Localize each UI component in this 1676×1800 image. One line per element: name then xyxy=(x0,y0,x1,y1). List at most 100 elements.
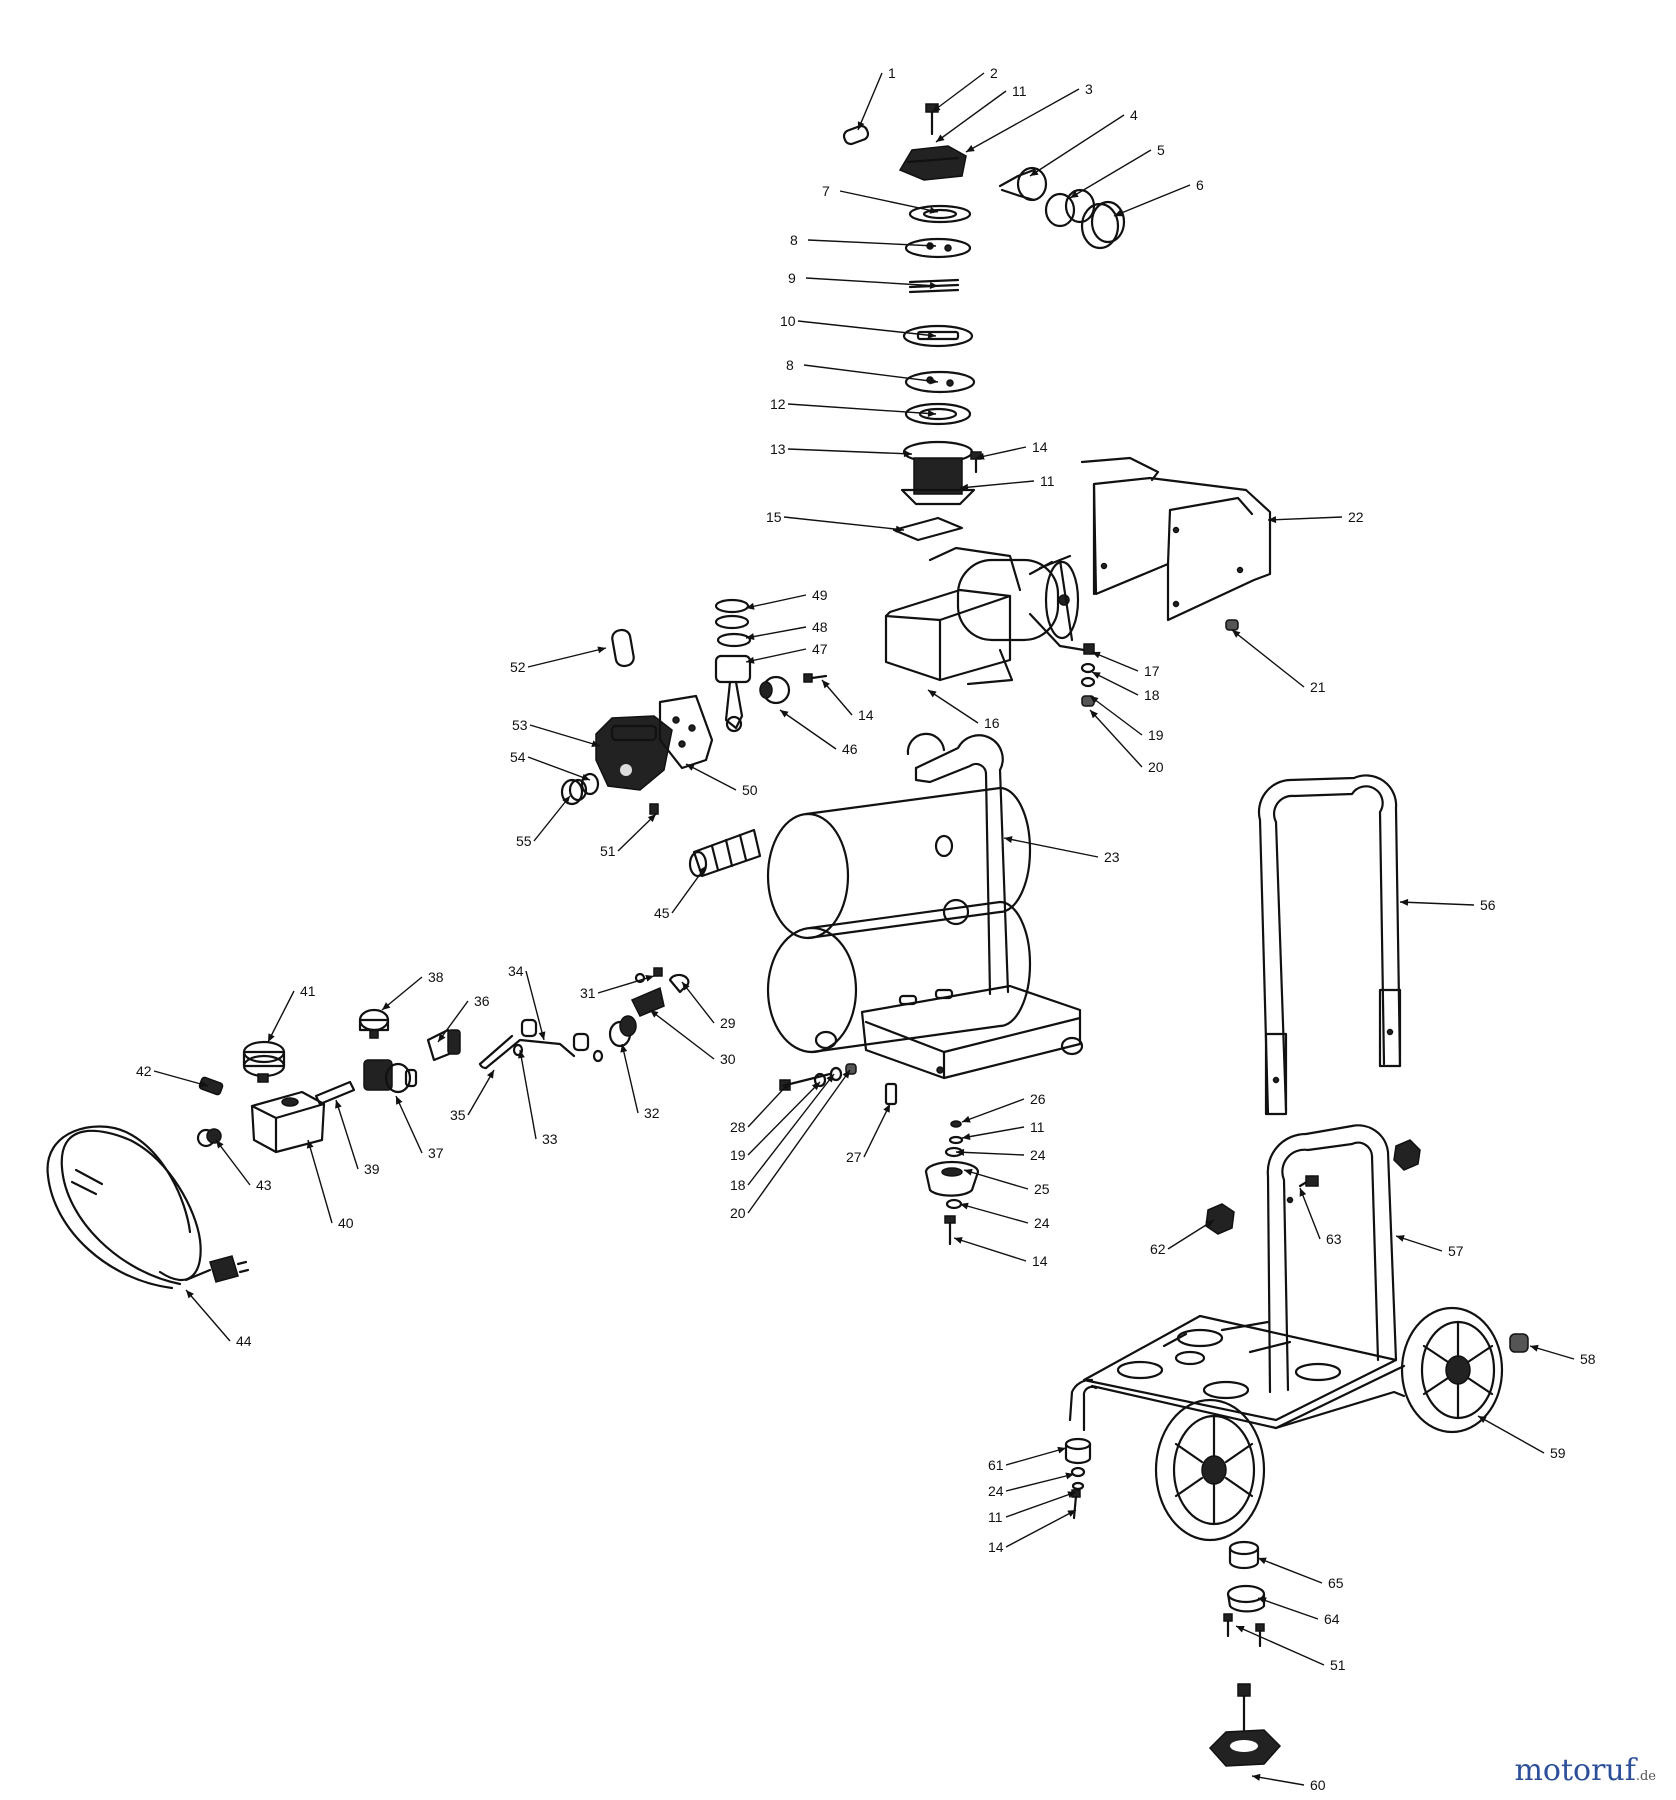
leader-arrow-13 xyxy=(903,450,912,458)
leader-arrow-56 xyxy=(1400,898,1409,906)
leader-line-64 xyxy=(1257,1597,1319,1620)
part-49-rings xyxy=(714,598,750,630)
part-label-40: 40 xyxy=(338,1215,354,1231)
leader-line-49 xyxy=(745,594,807,609)
leader-arrow-41 xyxy=(268,1033,275,1042)
leader-arrow-61 xyxy=(1057,1446,1066,1454)
leader-line-65 xyxy=(1257,1557,1323,1584)
leader-arrow-15 xyxy=(895,525,904,533)
part-label-30: 30 xyxy=(720,1051,736,1067)
part-label-44: 44 xyxy=(236,1333,252,1349)
leader-line-59 xyxy=(1477,1415,1545,1454)
part-56-handle xyxy=(1257,774,1402,1116)
leader-line-28 xyxy=(747,1081,791,1128)
leader-arrow-45 xyxy=(698,866,706,875)
part-6-filter-cap xyxy=(1080,200,1126,250)
leader-arrow-11b xyxy=(960,483,969,491)
part-55-cap xyxy=(560,778,588,806)
leader-line-19a xyxy=(1089,695,1143,736)
leader-line-8b xyxy=(803,364,939,383)
leader-arrow-30 xyxy=(650,1010,659,1018)
part-22-shroud xyxy=(1080,456,1272,622)
leader-line-11b xyxy=(959,480,1035,489)
part-4-intake xyxy=(998,166,1048,202)
leader-line-40 xyxy=(307,1139,333,1224)
part-label-34: 34 xyxy=(508,963,524,979)
leader-arrow-5 xyxy=(1070,190,1079,198)
part-label-58: 58 xyxy=(1580,1351,1596,1367)
leader-arrow-6 xyxy=(1114,209,1123,217)
part-label-37: 37 xyxy=(428,1145,444,1161)
leader-arrow-32 xyxy=(620,1044,628,1053)
leader-arrow-11c xyxy=(962,1133,971,1141)
leader-line-50 xyxy=(685,763,737,791)
part-label-11d: 11 xyxy=(988,1509,1003,1525)
leader-line-42 xyxy=(153,1070,209,1087)
part-label-59: 59 xyxy=(1550,1445,1566,1461)
leader-arrow-54 xyxy=(581,773,590,781)
part-25-foot xyxy=(924,1160,980,1197)
leader-arrow-51b xyxy=(1236,1626,1245,1633)
part-label-53: 53 xyxy=(512,717,528,733)
part-label-31: 31 xyxy=(580,985,596,1001)
leader-line-5 xyxy=(1069,149,1152,199)
leader-arrow-65 xyxy=(1258,1557,1267,1565)
leader-line-19b xyxy=(747,1081,821,1156)
part-label-20b: 20 xyxy=(730,1205,746,1221)
part-label-10: 10 xyxy=(780,313,796,329)
watermark-suffix: .de xyxy=(1635,1769,1656,1784)
leader-line-26 xyxy=(961,1098,1025,1123)
part-label-49: 49 xyxy=(812,587,828,603)
part-44-power-cord xyxy=(46,1125,250,1290)
part-label-2: 2 xyxy=(990,65,998,81)
part-label-47: 47 xyxy=(812,641,828,657)
part-label-19a: 19 xyxy=(1148,727,1164,743)
part-label-64: 64 xyxy=(1324,1611,1340,1627)
part-23-twin-tank xyxy=(766,732,1084,1080)
leader-arrow-4 xyxy=(1030,168,1039,176)
leader-line-14a xyxy=(975,446,1027,459)
leader-arrow-8b xyxy=(929,377,938,385)
leader-arrow-19b xyxy=(811,1082,820,1091)
leader-line-18a xyxy=(1091,671,1139,696)
leader-arrow-64 xyxy=(1258,1597,1267,1604)
part-1-fitting xyxy=(842,124,870,146)
part-14-bolt xyxy=(970,451,982,474)
leader-line-51a xyxy=(617,813,657,852)
leader-line-24b xyxy=(959,1203,1029,1224)
leader-line-34 xyxy=(525,970,545,1041)
part-label-13: 13 xyxy=(770,441,786,457)
leader-line-32 xyxy=(621,1043,639,1114)
part-label-43: 43 xyxy=(256,1177,272,1193)
leader-line-52 xyxy=(527,647,607,668)
leader-arrow-48 xyxy=(746,633,755,640)
leader-arrow-58 xyxy=(1530,1344,1539,1352)
leader-arrow-14a xyxy=(976,452,985,460)
leader-arrow-34 xyxy=(538,1031,546,1040)
leader-line-7 xyxy=(839,190,939,213)
part-label-7: 7 xyxy=(822,183,830,199)
leader-arrow-20a xyxy=(1090,710,1098,719)
watermark: motoruf.de xyxy=(1514,1753,1656,1788)
part-label-33: 33 xyxy=(542,1131,558,1147)
part-label-41: 41 xyxy=(300,983,316,999)
leader-arrow-23 xyxy=(1004,836,1013,844)
leader-line-3 xyxy=(965,88,1080,153)
part-31-nut xyxy=(634,967,663,984)
leader-arrow-24c xyxy=(1065,1472,1074,1480)
part-label-24c: 24 xyxy=(988,1483,1004,1499)
leader-arrow-7 xyxy=(929,206,938,214)
leader-line-2 xyxy=(931,72,985,113)
leader-line-38 xyxy=(381,976,423,1011)
part-8-valve-plate-upper xyxy=(904,237,972,259)
leader-line-61 xyxy=(1005,1447,1067,1466)
leader-arrow-40 xyxy=(306,1140,314,1149)
part-label-6: 6 xyxy=(1196,177,1204,193)
leader-arrow-18b xyxy=(826,1074,834,1083)
leader-arrow-18a xyxy=(1092,672,1101,679)
part-38-gauge xyxy=(358,1008,390,1039)
leader-line-4 xyxy=(1029,114,1125,177)
leader-line-60 xyxy=(1251,1775,1305,1786)
part-13-cylinder xyxy=(900,440,976,506)
